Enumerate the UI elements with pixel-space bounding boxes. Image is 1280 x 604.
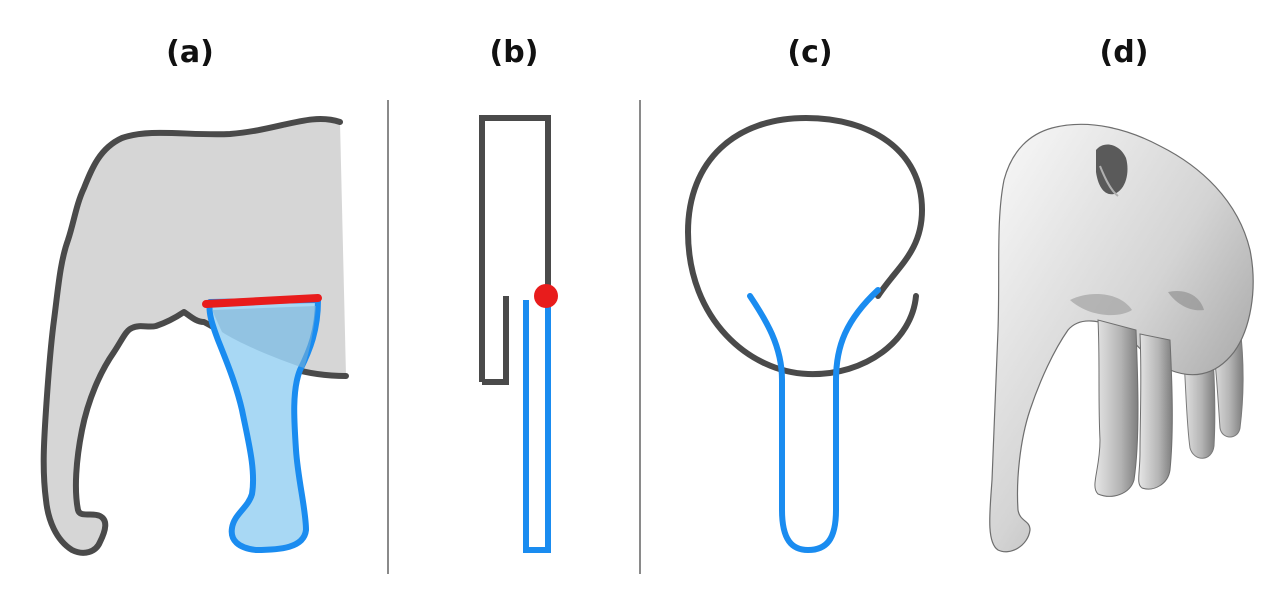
cut-line [202, 294, 322, 308]
elephant-body-outline [43, 119, 346, 553]
panel-label-b: (b) [490, 35, 539, 70]
gray-channel [479, 115, 551, 385]
joint-point [534, 284, 558, 308]
front-leg-2 [1138, 333, 1173, 490]
elephant-3d-body [989, 123, 1254, 553]
panel-label-c: (c) [787, 35, 832, 70]
elephant-3d-model-icon [989, 123, 1254, 553]
shoulder-shade [1070, 294, 1132, 316]
ear-cavity [1096, 144, 1128, 195]
panel-label-a: (a) [166, 35, 214, 70]
gray-loop [684, 114, 926, 378]
panel-b [479, 115, 558, 553]
elephant-outline-stroke [40, 116, 349, 556]
ear-highlight [1099, 165, 1119, 197]
panel-a [40, 116, 349, 556]
overlap-region [212, 306, 316, 368]
blue-channel [523, 300, 551, 553]
panel-label-d: (d) [1100, 35, 1149, 70]
panel-c [684, 114, 926, 554]
blue-u [747, 287, 881, 554]
front-leg-1 [1094, 319, 1139, 497]
flank-shade [1168, 290, 1204, 311]
